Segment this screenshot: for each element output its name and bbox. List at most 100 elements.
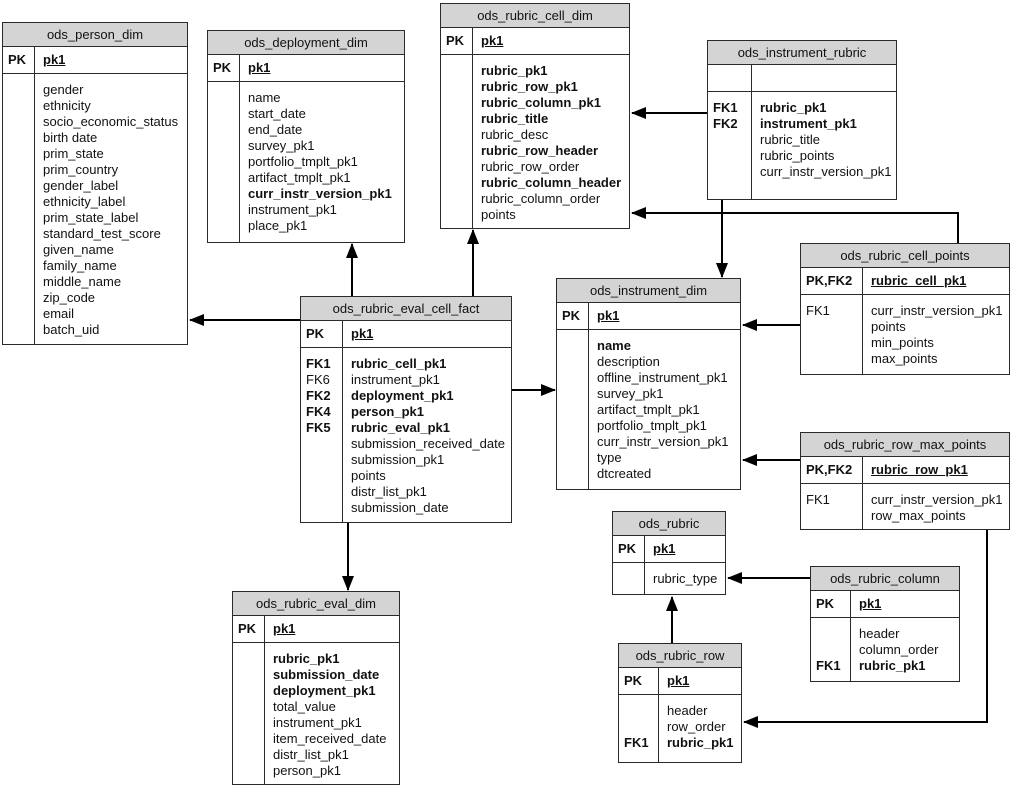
field-name: end_date <box>248 122 303 137</box>
fk-key-label <box>8 162 32 178</box>
fk-key-label <box>8 306 32 322</box>
field-name: column_order <box>859 642 939 657</box>
pk-field-name: rubric_row_pk1 <box>871 462 968 477</box>
field-name: points <box>871 319 906 334</box>
fk-key-label <box>213 218 237 234</box>
key-column <box>441 55 473 228</box>
fk-key-label: FK1 <box>806 303 830 318</box>
fk-key-label <box>8 114 32 130</box>
field-name: gender_label <box>43 178 119 193</box>
fk-key-label <box>446 159 470 175</box>
pk-field-name: pk1 <box>351 326 374 341</box>
field-column: pk1 <box>851 591 959 617</box>
fk-key-label <box>562 450 586 466</box>
field-name: name <box>248 90 281 105</box>
entity-title: ods_rubric_column <box>811 567 959 591</box>
field-column: pk1 <box>645 536 725 562</box>
field-name: distr_list_pk1 <box>273 747 349 762</box>
fk-key-label <box>562 418 586 434</box>
fk-key-label <box>806 319 860 335</box>
field-name: item_received_date <box>273 731 387 746</box>
fk-key-label <box>238 747 262 763</box>
field-name: row_max_points <box>871 508 966 523</box>
field-column: pk1 <box>473 28 629 54</box>
fk-key-label <box>816 626 848 642</box>
field-name: dtcreated <box>597 466 652 481</box>
pk-field-name: pk1 <box>43 52 66 67</box>
field-name: person_pk1 <box>273 763 341 778</box>
fk-key-label <box>213 122 237 138</box>
fk-key-label <box>562 434 586 450</box>
fk-key-label <box>8 82 32 98</box>
fk-key-label <box>213 202 237 218</box>
fk-key-label <box>8 146 32 162</box>
fk-key-label <box>624 703 656 719</box>
key-column <box>557 330 589 489</box>
fk-key-label <box>8 322 32 338</box>
fk-key-label <box>213 186 237 202</box>
pk-key-label: PK,FK2 <box>806 462 853 477</box>
field-name: socio_economic_status <box>43 114 179 129</box>
key-column: PK,FK2 <box>801 457 863 483</box>
fk-key-label <box>618 571 642 587</box>
entity-title: ods_instrument_dim <box>557 279 740 303</box>
key-column: PK <box>441 28 473 54</box>
field-name: total_value <box>273 699 336 714</box>
field-name: name <box>597 338 631 353</box>
fk-key-label <box>306 452 340 468</box>
entity-title: ods_rubric_eval_dim <box>233 592 399 616</box>
fk-key-label <box>806 351 860 367</box>
field-column: rubric_type <box>645 563 725 594</box>
field-name: instrument_pk1 <box>273 715 362 730</box>
field-name: curr_instr_version_pk1 <box>248 186 392 201</box>
field-name: header <box>859 626 900 641</box>
entity-title: ods_rubric_row <box>619 644 741 668</box>
field-name: instrument_pk1 <box>760 116 857 131</box>
field-name: type <box>597 450 622 465</box>
fk-key-label <box>8 98 32 114</box>
field-name: row_order <box>667 719 726 734</box>
pk-key-label: PK <box>618 541 637 556</box>
key-column <box>3 74 35 344</box>
key-column <box>208 82 240 242</box>
key-column: FK1 <box>801 484 863 529</box>
field-name: batch_uid <box>43 322 100 337</box>
pk-key-label: PK <box>816 596 835 611</box>
fk-key-label <box>8 242 32 258</box>
pk-field-name <box>760 70 894 86</box>
field-column: pk1 <box>343 321 511 347</box>
field-name: standard_test_score <box>43 226 161 241</box>
field-name: points <box>351 468 386 483</box>
field-name: portfolio_tmplt_pk1 <box>248 154 358 169</box>
field-name: person_pk1 <box>351 404 424 419</box>
fk-key-label <box>562 386 586 402</box>
field-column: rubric_cell_pk1 <box>863 268 1009 294</box>
field-name: rubric_row_header <box>481 143 599 158</box>
fk-key-label: FK1 <box>713 100 738 115</box>
fk-key-label <box>238 683 262 699</box>
connector-cell-points-to-rubric-cell-dim <box>631 207 959 243</box>
field-name: middle_name <box>43 274 122 289</box>
fk-key-label <box>238 763 262 779</box>
field-name: ethnicity <box>43 98 91 113</box>
fk-key-label <box>713 164 749 180</box>
fk-key-label <box>238 715 262 731</box>
fk-key-label <box>806 335 860 351</box>
fk-key-label <box>238 699 262 715</box>
field-name: description <box>597 354 660 369</box>
entity-title: ods_deployment_dim <box>208 31 404 55</box>
fk-key-label <box>446 175 470 191</box>
field-name: rubric_pk1 <box>481 63 548 78</box>
